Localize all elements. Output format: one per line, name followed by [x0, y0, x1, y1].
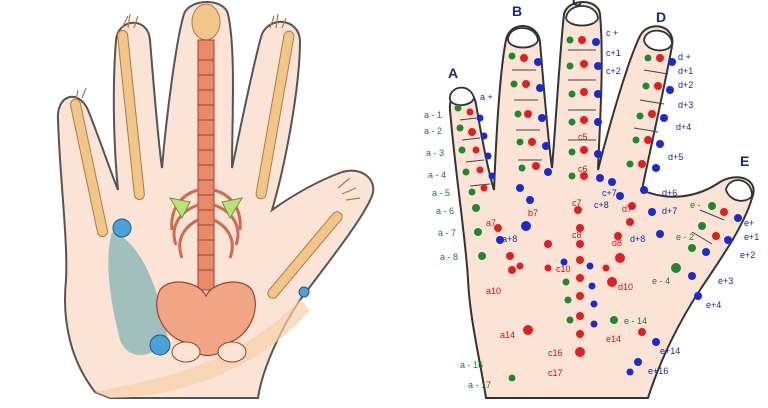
svg-text:c +: c +: [606, 28, 618, 38]
svg-text:c+8: c+8: [594, 200, 609, 210]
svg-text:d+1: d+1: [678, 66, 693, 76]
svg-text:a - 16: a - 16: [460, 360, 483, 370]
svg-text:a - 4: a - 4: [428, 170, 446, 180]
svg-text:c16: c16: [548, 348, 563, 358]
svg-text:a - 17: a - 17: [468, 380, 491, 390]
svg-text:d+6: d+6: [662, 188, 677, 198]
svg-text:a - 5: a - 5: [432, 188, 450, 198]
svg-text:a+8: a+8: [502, 234, 517, 244]
svg-text:d +: d +: [678, 52, 691, 62]
svg-text:c7: c7: [572, 198, 582, 208]
svg-text:d+2: d+2: [678, 80, 693, 90]
svg-text:d+8: d+8: [630, 234, 645, 244]
svg-text:a +: a +: [480, 92, 493, 102]
svg-text:d+4: d+4: [676, 122, 691, 132]
labels-e-red: e14: [606, 334, 621, 344]
svg-text:c10: c10: [556, 264, 571, 274]
svg-text:c+7: c+7: [602, 188, 617, 198]
svg-text:c+1: c+1: [606, 48, 621, 58]
svg-text:e -: e -: [690, 200, 701, 210]
svg-text:e+1: e+1: [744, 232, 759, 242]
svg-text:e+2: e+2: [740, 250, 755, 260]
svg-text:a - 1: a - 1: [424, 110, 442, 120]
svg-text:a - 3: a - 3: [426, 148, 444, 158]
svg-text:a - 6: a - 6: [436, 206, 454, 216]
svg-text:e - 4: e - 4: [652, 276, 670, 286]
svg-text:a14: a14: [500, 330, 515, 340]
svg-text:c+2: c+2: [606, 66, 621, 76]
svg-text:c8: c8: [572, 230, 582, 240]
svg-text:e14: e14: [606, 334, 621, 344]
finger-label-d: D: [656, 9, 666, 25]
svg-text:e+4: e+4: [706, 300, 721, 310]
svg-text:b7: b7: [528, 208, 538, 218]
svg-text:e+14: e+14: [660, 346, 680, 356]
svg-text:d+5: d+5: [668, 152, 683, 162]
svg-text:a - 7: a - 7: [438, 228, 456, 238]
finger-label-a: A: [448, 65, 458, 81]
svg-text:e - 14: e - 14: [624, 316, 647, 326]
finger-label-b: B: [512, 3, 522, 19]
labels-d-blue: d+8: [630, 234, 645, 244]
svg-text:d7: d7: [622, 204, 632, 214]
finger-label-e: E: [740, 153, 749, 169]
labels-a-blue: a+8: [502, 234, 517, 244]
svg-text:d10: d10: [618, 282, 633, 292]
svg-text:a - 2: a - 2: [424, 126, 442, 136]
labels-c-top: c + c+1 c+2: [606, 28, 621, 76]
finger-label-c: C: [572, 0, 582, 9]
svg-text:c6: c6: [578, 164, 588, 174]
svg-text:c17: c17: [548, 368, 563, 378]
svg-text:e+: e+: [744, 218, 754, 228]
svg-text:d8: d8: [612, 238, 622, 248]
labels-b: b7: [528, 208, 538, 218]
svg-text:a - 8: a - 8: [440, 252, 458, 262]
svg-text:c5: c5: [578, 132, 588, 142]
svg-text:e+3: e+3: [718, 276, 733, 286]
svg-text:d+3: d+3: [678, 100, 693, 110]
svg-text:e - 2: e - 2: [676, 232, 694, 242]
svg-text:a10: a10: [486, 286, 501, 296]
svg-text:e+16: e+16: [648, 366, 668, 376]
svg-text:d+7: d+7: [662, 206, 677, 216]
svg-text:a7: a7: [486, 218, 496, 228]
